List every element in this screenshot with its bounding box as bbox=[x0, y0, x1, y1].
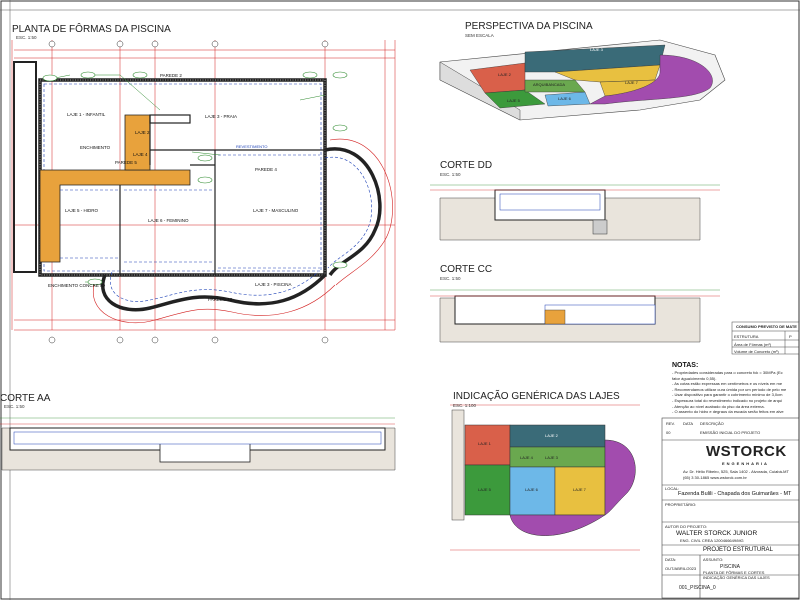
perspective-label-laje3: LAJE 3 bbox=[590, 47, 603, 52]
notes-line: fator água/cimento 0,55). bbox=[672, 375, 717, 381]
lajes-label-laje3: LAJE 3 bbox=[545, 455, 558, 460]
plan-orange-fill bbox=[39, 114, 191, 263]
tb-local: Fazenda Bulili - Chapada dos Guimarães -… bbox=[678, 491, 792, 497]
corte-cc-drawing bbox=[430, 289, 720, 343]
corte-dd-drawing bbox=[430, 184, 720, 241]
tb-date-label: DATA: bbox=[665, 557, 677, 562]
tb-rev-row-desc: EMISSÃO INICIAL DO PROJETO bbox=[700, 430, 761, 435]
lajes-label-laje6: LAJE 6 bbox=[525, 487, 538, 492]
plan-label-parede2: PAREDE 2 bbox=[160, 73, 182, 78]
plan-title: PLANTA DE FÔRMAS DA PISCINA bbox=[12, 24, 171, 35]
corte-cc-scale: ESC. 1:50 bbox=[440, 276, 461, 281]
perspective-label-laje2: LAJE 2 bbox=[498, 72, 511, 77]
lajes-scale: ESC. 1:100 bbox=[453, 403, 477, 408]
plan-label-laje4: LAJE 4 bbox=[133, 152, 148, 157]
tb-local-label: LOCAL: bbox=[665, 486, 680, 491]
perspective-label-laje6: LAJE 6 bbox=[558, 96, 571, 101]
notes-line: - Usar dispositivo para garantir o cobri… bbox=[672, 392, 783, 398]
plan-label-enchimento2: ENCHIMENTO CONCRETO bbox=[48, 283, 106, 288]
plan-label-parede18: PAREDE 18 bbox=[208, 297, 233, 302]
materials-table-row1: Área de Fôrmas (m²) bbox=[734, 342, 772, 347]
tb-rev-header-rev: REV. bbox=[666, 421, 675, 426]
corte-aa-drawing bbox=[0, 417, 396, 471]
tb-subject-label: ASSUNTO: bbox=[703, 557, 724, 562]
materials-table-col1: ESTRUTURA bbox=[734, 334, 759, 339]
plan-internal-walls bbox=[119, 114, 325, 275]
plan-grid-bubbles bbox=[48, 40, 329, 344]
lajes-label-laje2: LAJE 2 bbox=[545, 433, 558, 438]
materials-table-col2: P bbox=[789, 334, 792, 339]
perspective-drawing bbox=[439, 39, 726, 121]
plan-label-parede4: PAREDE 4 bbox=[255, 167, 277, 172]
perspective-label-laje5: LAJE 5 bbox=[507, 98, 520, 103]
tb-date: OUT/ABRIL/2023 bbox=[665, 566, 697, 571]
corte-aa-scale: ESC. 1:50 bbox=[4, 404, 25, 409]
plan-label-enchimento: ENCHIMENTO bbox=[80, 145, 111, 150]
plan-green-leaders bbox=[54, 74, 326, 283]
notes-title: NOTAS: bbox=[672, 362, 699, 369]
plan-label-laje1: LAJE 1 - INFANTIL bbox=[67, 112, 106, 117]
plan-label-laje6: LAJE 6 - FEMININO bbox=[148, 218, 189, 223]
lajes-drawing bbox=[450, 404, 640, 551]
notes-line: - Recomendamos utilizar cura úmida por u… bbox=[672, 386, 787, 392]
perspective-title: PERSPECTIVA DA PISCINA bbox=[465, 21, 593, 32]
lajes-label-laje4: LAJE 4 bbox=[520, 455, 533, 460]
plan-label-laje7: LAJE 7 - MASCULINO bbox=[253, 208, 299, 213]
plan-green-tags bbox=[42, 71, 348, 286]
plan-label-laje5: LAJE 5 - HIDRO bbox=[65, 208, 99, 213]
lajes-label-laje5: LAJE 5 bbox=[478, 487, 491, 492]
notes-list: - Propriedades consideradas para o concr… bbox=[672, 370, 786, 415]
lajes-label-laje1: LAJE 1 bbox=[478, 441, 491, 446]
tb-author-sub: ENG. CIVIL CREA 1200466649/MG bbox=[680, 538, 744, 543]
tb-project-type: PROJETO ESTRUTURAL bbox=[703, 547, 773, 553]
materials-table-title: CONSUMO PREVISTO DE MATE bbox=[736, 324, 797, 329]
materials-table-frame bbox=[731, 321, 800, 355]
plan-scale: ESC. 1:50 bbox=[16, 35, 37, 40]
corte-dd-scale: ESC. 1:50 bbox=[440, 172, 461, 177]
materials-table-row2: Volume de Concreto (m³) bbox=[734, 349, 779, 354]
company-logo: WSTORCK bbox=[706, 443, 787, 460]
plan-label-laje3: LAJE 3 - PRAIA bbox=[205, 114, 238, 119]
title-block-frame bbox=[661, 417, 800, 599]
company-address-2: (65) 3 30-1865 www.wstorck.com.br bbox=[683, 475, 747, 480]
notes-line: - O assento do hidro e degraus da escada… bbox=[672, 409, 784, 415]
perspective-label-laje7: LAJE 7 bbox=[625, 80, 638, 85]
lajes-title: INDICAÇÃO GENÉRICA DAS LAJES bbox=[453, 391, 620, 402]
company-address-1: Av. Dr. Hélio Ribeiro, 525, Sala 1402 - … bbox=[683, 469, 789, 474]
tb-rev-header-desc: DESCRIÇÃO bbox=[700, 421, 724, 426]
perspective-label-arquibancada: ARQUIBANCADA bbox=[533, 82, 566, 87]
tb-rev-row-num: 00 bbox=[666, 430, 671, 435]
notes-line: - As cotas estão expressas em centímetro… bbox=[672, 381, 783, 387]
company-sub: ENGENHARIA bbox=[722, 461, 769, 466]
notes-line: - Espessura total do revestimento indica… bbox=[672, 397, 783, 403]
corte-aa-title: CORTE AA bbox=[0, 393, 51, 404]
tb-sheet-code: 001_PISCINA_0 bbox=[679, 585, 716, 591]
tb-subject-line-1: PLANTA DE FÔRMAS E CORTES bbox=[703, 570, 765, 575]
tb-author-label: AUTOR DO PROJETO: bbox=[665, 524, 708, 529]
tb-author: WALTER STORCK JUNIOR bbox=[676, 530, 758, 537]
plan-label-parede5: PAREDE 5 bbox=[115, 160, 137, 165]
corte-cc-title: CORTE CC bbox=[440, 264, 493, 275]
notes-line: - Atenção ao nível acabado do piso da ár… bbox=[672, 403, 765, 409]
plan-label-laje3-piscina: LAJE 3 - PISCINA bbox=[255, 282, 292, 287]
tb-owner-label: PROPRIETÁRIO: bbox=[665, 502, 697, 507]
plan-label-revestimento: REVESTIMENTO bbox=[236, 144, 268, 149]
tb-rev-header-date: DATA bbox=[683, 421, 694, 426]
corte-dd-title: CORTE DD bbox=[440, 160, 493, 171]
lajes-label-laje7: LAJE 7 bbox=[573, 487, 586, 492]
tb-subject: PISCINA bbox=[720, 564, 741, 570]
plan-label-laje2: LAJE 2 bbox=[135, 130, 150, 135]
perspective-scale: SEM ESCALA bbox=[465, 33, 494, 38]
tb-subject-line-2: INDICAÇÃO GENÉRICA DAS LAJES bbox=[703, 575, 770, 580]
plan-blue-dashes bbox=[60, 154, 320, 269]
notes-line: - Propriedades consideradas para o concr… bbox=[672, 370, 783, 375]
